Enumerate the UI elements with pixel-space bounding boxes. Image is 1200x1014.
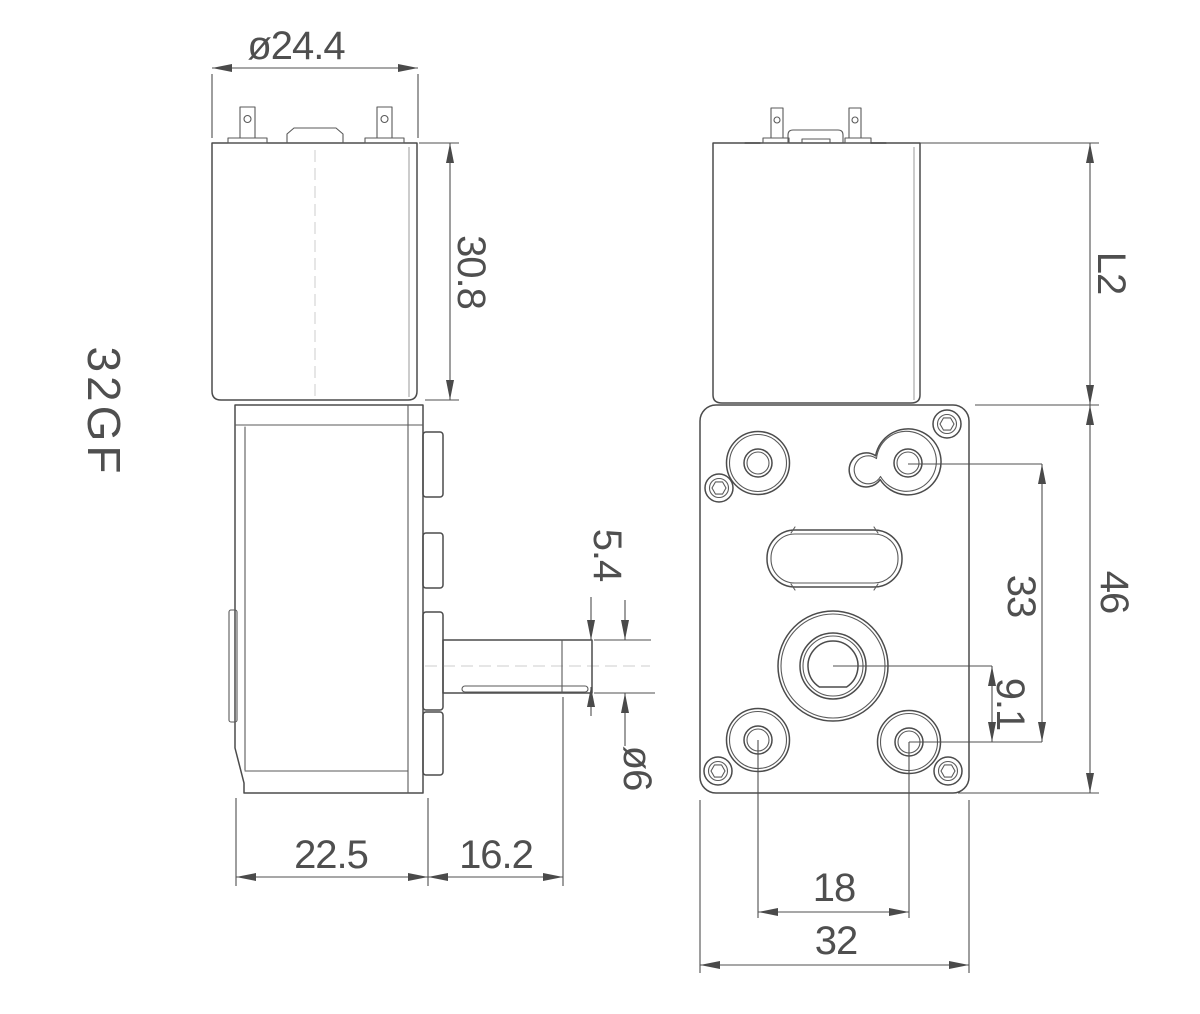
part-label: 32GF bbox=[78, 346, 130, 477]
motor-end-cap bbox=[787, 129, 844, 144]
motor-terminal-left bbox=[227, 106, 268, 144]
dim-motor-length-ref: L2 46 bbox=[920, 142, 1136, 794]
dim-shaft-diameter-text: ø6 bbox=[615, 746, 659, 791]
corner-screw-top-right bbox=[932, 409, 962, 439]
motor-terminal-right bbox=[364, 106, 405, 144]
shaft-flat-cut bbox=[461, 685, 589, 693]
dim-motor-length-ref-text: L2 bbox=[1089, 252, 1133, 295]
mount-hole-top-left bbox=[725, 430, 791, 496]
gearbox-side-bosses bbox=[422, 431, 444, 776]
gearbox-left-rib bbox=[228, 609, 238, 723]
face-view: L2 46 33 9.1 18 bbox=[699, 107, 1136, 973]
output-shaft-d-bore bbox=[807, 640, 859, 688]
dim-hole-vertical-span-text: 33 bbox=[999, 575, 1043, 618]
dim-shaft-offset: 9.1 bbox=[988, 666, 1032, 742]
face-view-motor bbox=[712, 107, 921, 404]
dim-shaft-extension-text: 16.2 bbox=[459, 833, 533, 877]
dim-motor-diameter-text: ø24.4 bbox=[247, 24, 345, 68]
dim-motor-length: 30.8 bbox=[419, 142, 493, 401]
dim-motor-length-text: 30.8 bbox=[449, 235, 493, 309]
corner-screw-left bbox=[704, 473, 734, 503]
dim-motor-diameter: ø24.4 bbox=[211, 24, 419, 138]
dim-hole-horizontal-span: 18 bbox=[758, 866, 909, 916]
side-view: ø24.4 30.8 5.4 bbox=[211, 24, 659, 886]
leader-lines bbox=[757, 463, 1042, 918]
dim-gearbox-depth: 22.5 16.2 bbox=[235, 697, 564, 886]
motor-terminal-left bbox=[762, 107, 790, 144]
corner-screw-bottom-right bbox=[933, 756, 963, 786]
side-view-gearbox bbox=[228, 404, 444, 794]
dim-hole-horizontal-span-text: 18 bbox=[813, 866, 856, 910]
face-view-plate bbox=[699, 404, 970, 794]
motor-terminal-right bbox=[844, 107, 872, 144]
face-slot bbox=[766, 526, 903, 591]
part-number-text: 32GF bbox=[78, 346, 130, 477]
corner-screw-bottom-left bbox=[703, 756, 733, 786]
side-view-output-shaft bbox=[425, 639, 650, 694]
dim-shaft-flat-text: 5.4 bbox=[585, 529, 629, 582]
dim-hole-vertical-span: 33 bbox=[999, 464, 1046, 742]
dim-shaft-diameter: ø6 bbox=[594, 600, 659, 790]
dim-gearbox-depth-text: 22.5 bbox=[294, 833, 368, 877]
dim-face-width-text: 32 bbox=[815, 919, 858, 963]
mount-hole-top-right bbox=[848, 428, 942, 496]
dim-face-width: 32 bbox=[699, 800, 970, 973]
motor-end-cap bbox=[286, 127, 344, 144]
dim-shaft-flat: 5.4 bbox=[585, 529, 629, 716]
side-view-motor bbox=[211, 106, 418, 401]
dim-shaft-offset-text: 9.1 bbox=[988, 678, 1032, 731]
dim-face-height-text: 46 bbox=[1092, 571, 1136, 614]
